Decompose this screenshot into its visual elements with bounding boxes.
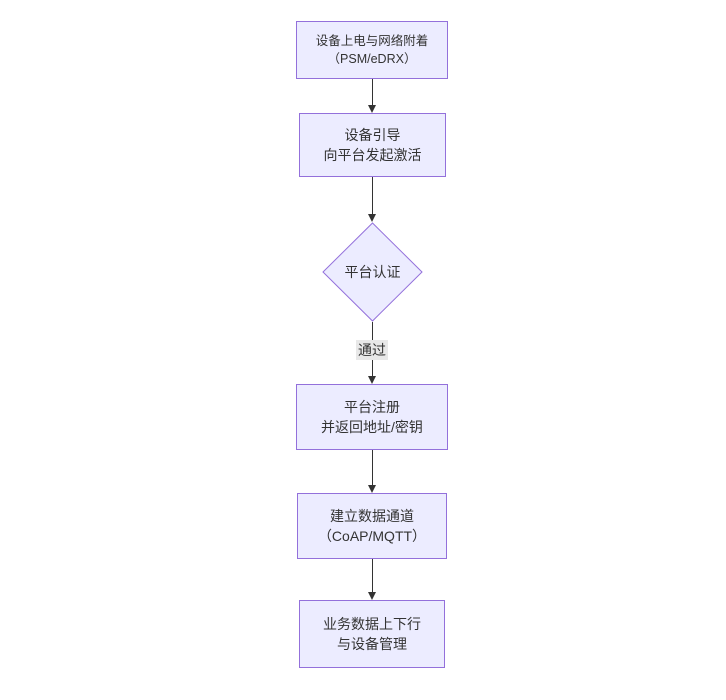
flow-node-data-channel: 建立数据通道 （CoAP/MQTT） (297, 493, 447, 559)
edge-power-to-bootstrap (366, 79, 378, 113)
node-label-line: 并返回地址/密钥 (321, 419, 423, 435)
edge-label-pass: 通过 (356, 340, 388, 360)
decision-platform-auth: 平台认证 (322, 222, 423, 322)
edge-line (371, 177, 373, 214)
node-label-line: 与设备管理 (337, 636, 407, 652)
edge-register-to-channel (366, 450, 378, 493)
diamond-shape (322, 222, 423, 322)
flow-node-platform-register: 平台注册 并返回地址/密钥 (296, 384, 448, 450)
node-label-line: 设备引导 (344, 127, 401, 143)
node-label-line: 向平台发起激活 (323, 147, 422, 163)
flow-node-power-attach: 设备上电与网络附着 （PSM/eDRX） (296, 21, 448, 79)
edge-line (371, 79, 373, 105)
node-label-line: （PSM/eDRX） (327, 52, 417, 66)
node-label-line: 平台认证 (344, 264, 401, 280)
flow-node-business-data: 业务数据上下行 与设备管理 (299, 600, 445, 668)
arrowhead-down-icon (368, 376, 376, 384)
arrowhead-down-icon (368, 214, 376, 222)
node-label-line: 业务数据上下行 (323, 616, 421, 632)
edge-channel-to-business (366, 559, 378, 600)
node-label-line: （CoAP/MQTT） (317, 528, 427, 544)
flow-node-bootstrap-activate: 设备引导 向平台发起激活 (299, 113, 446, 177)
edge-line (371, 450, 373, 485)
node-label-line: 平台注册 (344, 399, 400, 415)
edge-bootstrap-to-auth (366, 177, 378, 222)
arrowhead-down-icon (368, 105, 376, 113)
arrowhead-down-icon (368, 485, 376, 493)
arrowhead-down-icon (368, 592, 376, 600)
node-label-line: 设备上电与网络附着 (315, 34, 429, 48)
edge-line (371, 559, 373, 592)
node-label-line: 建立数据通道 (330, 508, 414, 524)
